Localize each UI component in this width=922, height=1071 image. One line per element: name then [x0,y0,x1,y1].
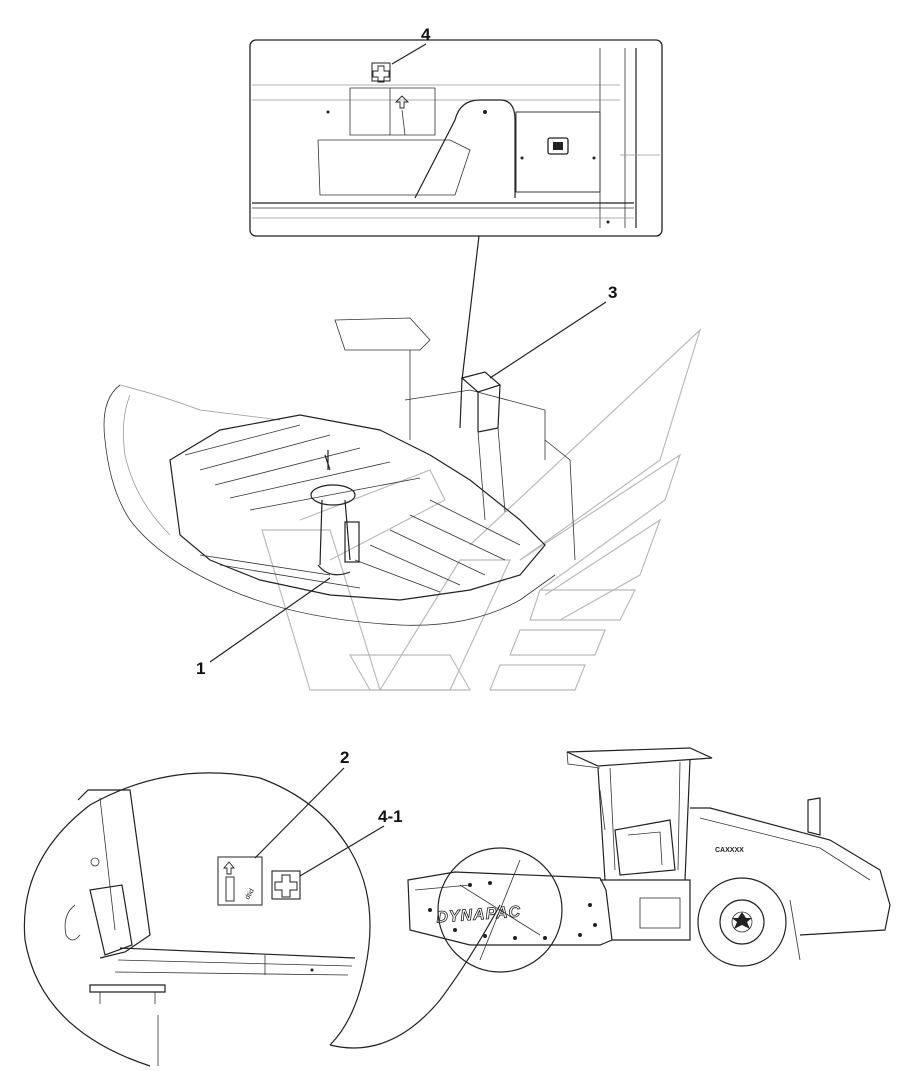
first-aid-cross-icon [371,62,391,83]
callout-1: 1 [196,659,205,678]
fire-extinguisher-icon: dtid [217,856,263,906]
leader-line-1 [209,577,331,663]
arrow-up-icon [394,95,410,109]
callout-4-1: 4-1 [378,807,403,826]
roller-machine: CAXXXX DYNAPAC [407,747,891,973]
callout-4: 4 [421,25,431,44]
leader-line-4 [391,43,427,65]
leader-line-2 [254,767,345,859]
leader-line-3 [489,301,607,379]
first-aid-cross-icon [271,870,301,900]
callout-2: 2 [340,748,349,767]
callout-3: 3 [608,283,617,302]
brand-logo-text: DYNAPAC [436,904,522,927]
model-label: CAXXXX [715,847,744,854]
operator-platform [103,317,576,626]
detail-oval-bottom: dtid [23,772,371,1067]
connector-line [461,235,480,381]
leader-line-4-1 [299,825,385,877]
detail-connector-curve [329,904,501,1049]
detail-box-top [249,39,663,237]
watermark-logo [261,328,702,691]
extinguisher-decal-text: dtid [244,888,256,901]
